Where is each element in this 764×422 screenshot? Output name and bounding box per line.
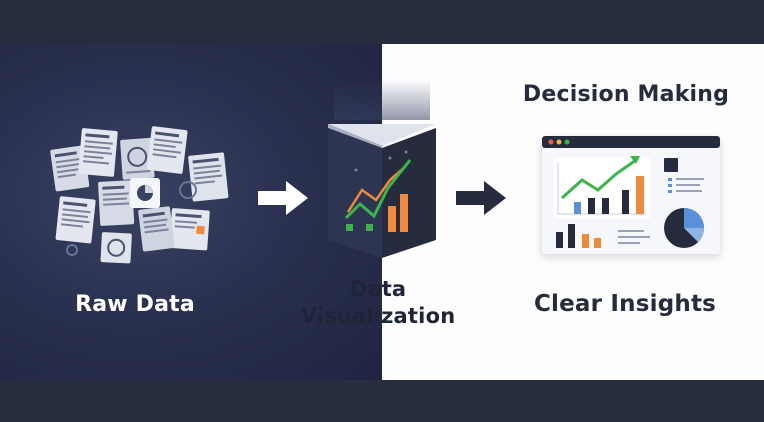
mini-bar-chart xyxy=(344,159,412,232)
bottom-band xyxy=(0,380,764,422)
dashboard-bar-chart xyxy=(556,224,650,248)
dashboard-sidebar xyxy=(664,158,704,193)
raw-data-label: Raw Data xyxy=(75,292,195,317)
data-visualization-label-line2: Visualization xyxy=(300,304,456,328)
dashboard-pie-chart xyxy=(664,208,704,248)
dashboard-icon xyxy=(542,136,720,254)
right-arrow-icon xyxy=(456,181,506,215)
pie-chart-card xyxy=(130,178,160,208)
dashboard-line-chart xyxy=(554,156,650,218)
top-band xyxy=(0,0,764,44)
decision-making-label: Decision Making xyxy=(522,82,730,107)
right-arrow-icon xyxy=(258,181,308,215)
chart-box-icon xyxy=(328,80,436,258)
data-visualization-label-line1: Data xyxy=(349,277,407,301)
clear-insights-label: Clear Insights xyxy=(533,291,717,317)
scattered-documents-icon xyxy=(50,126,229,264)
data-visualization-label: Data Visualization xyxy=(290,276,466,330)
doc-cluster xyxy=(50,126,229,264)
